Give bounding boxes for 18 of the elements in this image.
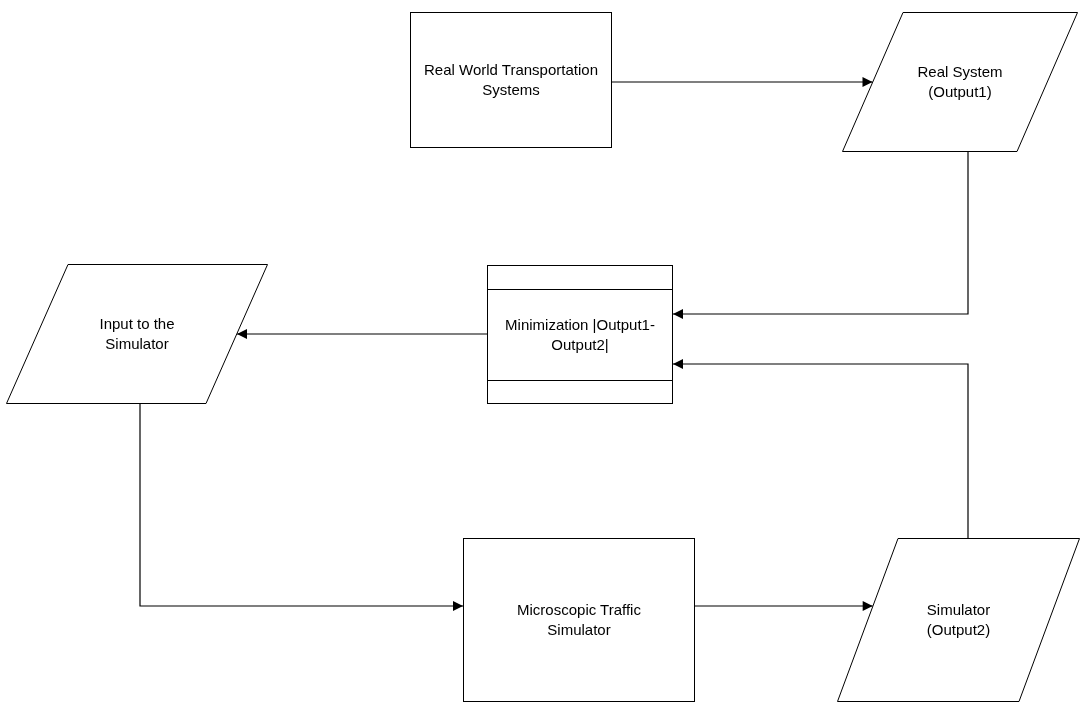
process-box [463, 538, 695, 702]
node-label: Simulator (Output2) [925, 600, 992, 640]
arrow [139, 403, 464, 611]
node-label: Real World Transportation Systems [423, 60, 599, 100]
predefined-process-box [487, 265, 673, 404]
arrow [672, 151, 969, 319]
arrow [672, 359, 969, 539]
arrow [236, 329, 488, 339]
node-label: Minimization |Output1-Output2| [504, 314, 656, 355]
arrow [694, 601, 874, 611]
arrow [611, 77, 874, 87]
node-label: Input to the Simulator [98, 314, 176, 354]
data-parallelogram [6, 264, 268, 404]
node-label: Real System (Output1) [916, 62, 1004, 102]
node-label: Microscopic Traffic Simulator [516, 600, 642, 640]
data-parallelogram [837, 538, 1080, 702]
data-parallelogram [842, 12, 1078, 152]
process-box [410, 12, 612, 148]
